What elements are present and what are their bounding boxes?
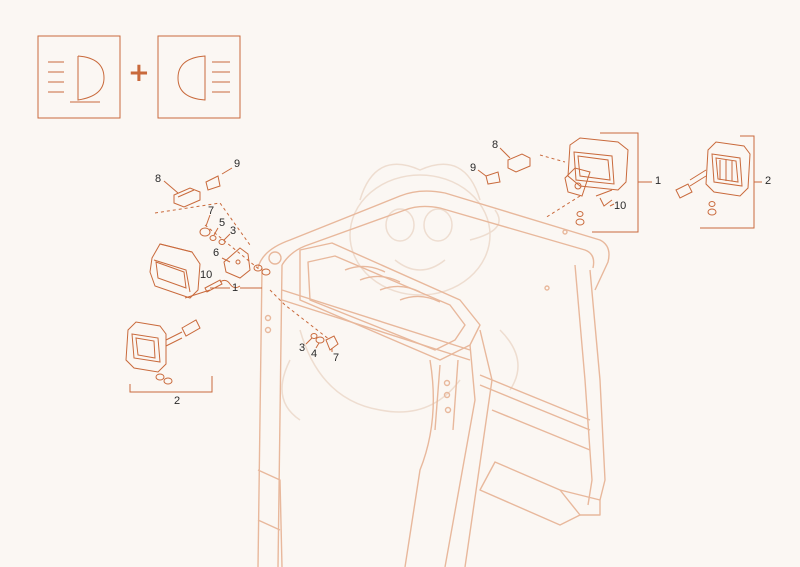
callout-2-right: 2 <box>765 175 772 187</box>
led-lamp-2-left <box>125 319 213 393</box>
connector-8-left <box>163 180 201 208</box>
low-beam-headlight-icon <box>37 35 121 119</box>
callout-2-left: 2 <box>174 395 181 407</box>
plus-symbol: + <box>128 58 150 88</box>
callout-7-middle: 7 <box>333 352 340 364</box>
callout-6-left: 6 <box>213 247 220 259</box>
callout-8-left: 8 <box>155 173 162 185</box>
led-lamp-2-right <box>675 135 762 229</box>
middle-fasteners <box>269 289 339 352</box>
callout-7-left: 7 <box>208 205 215 217</box>
callout-10-right: 10 <box>614 200 627 212</box>
callout-8-right: 8 <box>492 139 499 151</box>
mount-bracket-6-left <box>223 247 251 279</box>
left-lamp-assembly <box>149 167 271 299</box>
work-lamp-1-left <box>149 243 211 299</box>
watermark-mascot <box>281 163 519 421</box>
callout-5-left: 5 <box>219 217 226 229</box>
callout-4-middle: 4 <box>311 348 318 360</box>
high-beam-headlight-icon <box>157 35 241 119</box>
bolt-10-left <box>204 279 241 293</box>
callout-1-right: 1 <box>655 175 662 187</box>
callout-3-left: 3 <box>230 225 237 237</box>
nut-7-left <box>199 227 211 237</box>
cab-frame <box>257 190 610 567</box>
callout-9-left: 9 <box>234 158 241 170</box>
washer-5-left <box>209 235 217 241</box>
bracket-9-left <box>205 167 233 191</box>
washer-3-left <box>218 239 226 245</box>
right-lamp-assembly <box>477 132 652 233</box>
callout-9-right: 9 <box>470 162 477 174</box>
callout-3-middle: 3 <box>299 342 306 354</box>
callout-1-left: 1 <box>232 282 239 294</box>
callout-10-left: 10 <box>200 269 213 281</box>
